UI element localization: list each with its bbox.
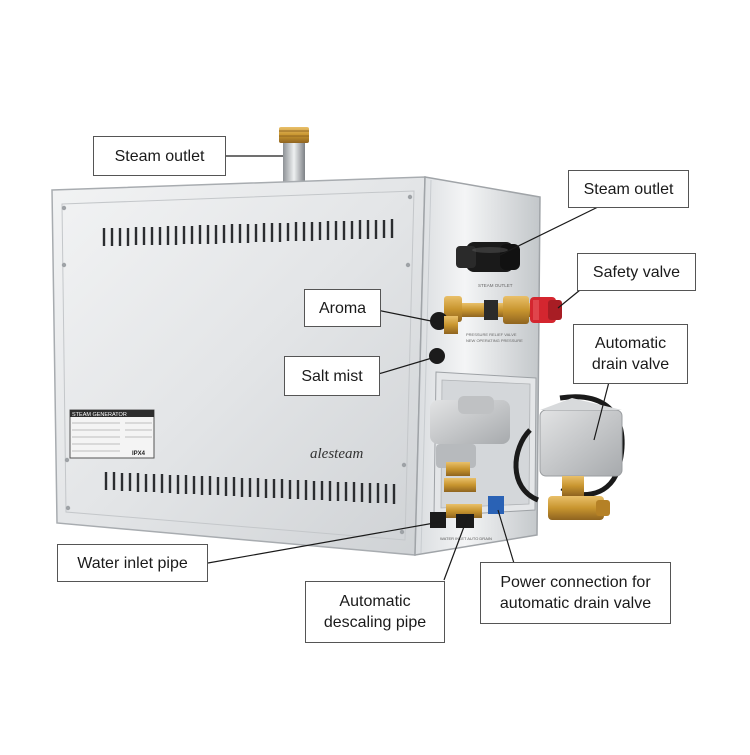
salt-mist-port <box>429 348 445 364</box>
bottom-fittings <box>430 478 504 528</box>
aroma-safety-valve-assembly <box>430 296 562 334</box>
aroma-port <box>430 312 448 330</box>
nameplate: STEAM GENERATOR IPX4 <box>69 409 155 459</box>
side-steam-outlet <box>456 242 520 272</box>
label-steam-outlet-top: Steam outlet <box>93 136 226 176</box>
label-water-inlet-pipe: Water inlet pipe <box>57 544 208 582</box>
brand-logo: alesteam <box>310 446 363 462</box>
svg-text:PRESSURE RELIEF VALVE: PRESSURE RELIEF VALVE <box>466 332 517 337</box>
panel-screws <box>61 194 413 535</box>
front-panel: STEAM GENERATOR IPX4 alesteam <box>51 176 426 556</box>
nameplate-rating: IPX4 <box>132 451 146 457</box>
label-safety-valve: Safety valve <box>577 253 696 291</box>
automatic-drain-valve <box>513 394 625 520</box>
bottom-vents <box>104 472 396 504</box>
blue-connector <box>488 496 504 514</box>
svg-text:NEW OPERATING PRESSURE: NEW OPERATING PRESSURE <box>466 338 523 343</box>
label-salt-mist: Salt mist <box>284 356 380 396</box>
top-steam-outlet-pipe <box>279 127 309 184</box>
side-panel: STEAM OUTLET PRESSURE RELIEF VALVE NEW O… <box>414 176 562 556</box>
label-automatic-drain-valve: Automatic drain valve <box>573 324 688 384</box>
label-aroma: Aroma <box>304 289 381 327</box>
callout-leader-lines <box>207 155 611 581</box>
label-power-connection: Power connection for automatic drain val… <box>480 562 671 624</box>
top-vents <box>102 219 394 246</box>
label-automatic-descaling-pipe: Automatic descaling pipe <box>305 581 445 643</box>
svg-text:STEAM OUTLET: STEAM OUTLET <box>478 283 513 288</box>
drain-valve-actuator-left <box>430 396 510 476</box>
safety-valve <box>530 297 562 323</box>
svg-text:WATER INLET AUTO DRAIN: WATER INLET AUTO DRAIN <box>440 536 492 541</box>
nameplate-title: STEAM GENERATOR <box>72 412 127 418</box>
label-steam-outlet-side: Steam outlet <box>568 170 689 208</box>
